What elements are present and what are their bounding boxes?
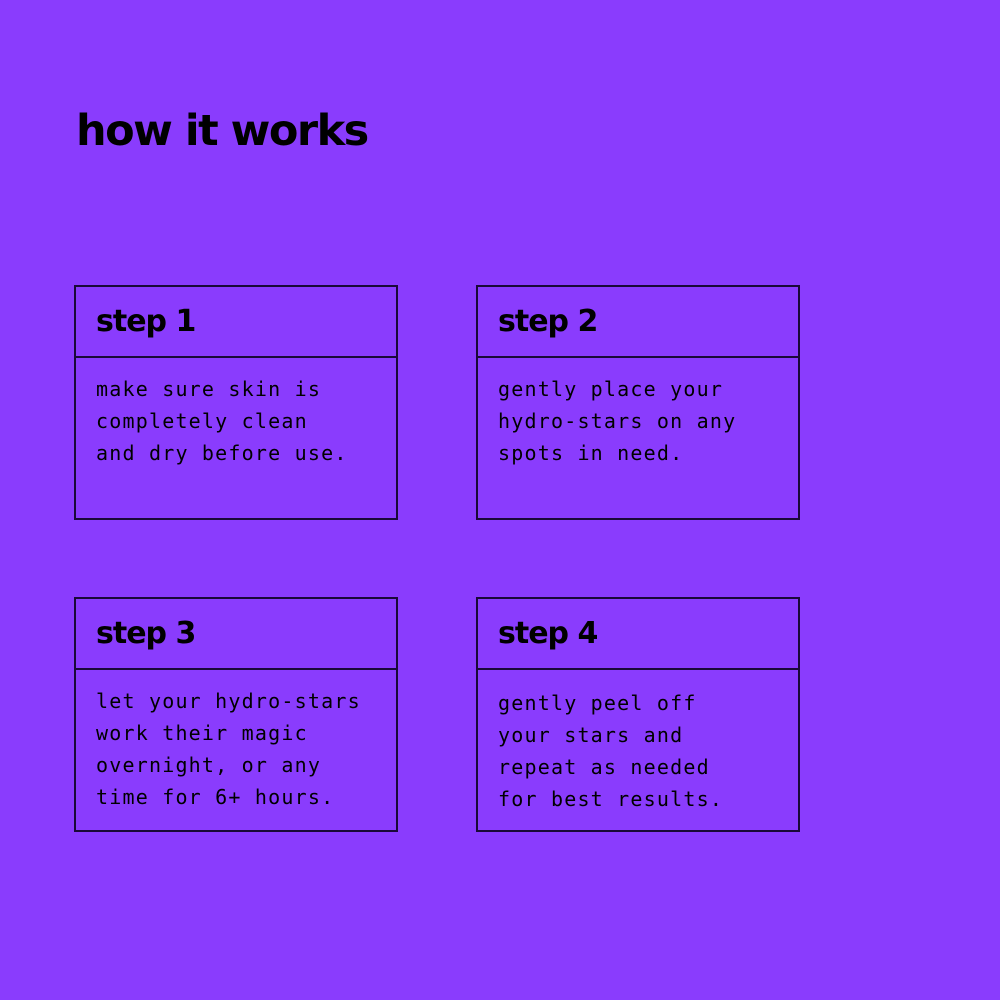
step-description: gently place your hydro-stars on any spo… bbox=[498, 377, 737, 465]
step-header: step 3 bbox=[76, 599, 396, 670]
step-title: step 3 bbox=[96, 616, 196, 651]
page-title: how it works bbox=[76, 106, 369, 156]
step-header: step 4 bbox=[478, 599, 798, 670]
step-description: make sure skin is completely clean and d… bbox=[96, 377, 348, 465]
step-title: step 1 bbox=[96, 304, 196, 339]
step-card-1: step 1 make sure skin is completely clea… bbox=[74, 285, 398, 520]
step-header: step 2 bbox=[478, 287, 798, 358]
step-description: gently peel off your stars and repeat as… bbox=[498, 691, 724, 811]
step-card-3: step 3 let your hydro-stars work their m… bbox=[74, 597, 398, 832]
step-title: step 2 bbox=[498, 304, 598, 339]
step-card-2: step 2 gently place your hydro-stars on … bbox=[476, 285, 800, 520]
step-header: step 1 bbox=[76, 287, 396, 358]
step-title: step 4 bbox=[498, 616, 598, 651]
step-description: let your hydro-stars work their magic ov… bbox=[96, 689, 361, 809]
step-card-4: step 4 gently peel off your stars and re… bbox=[476, 597, 800, 832]
